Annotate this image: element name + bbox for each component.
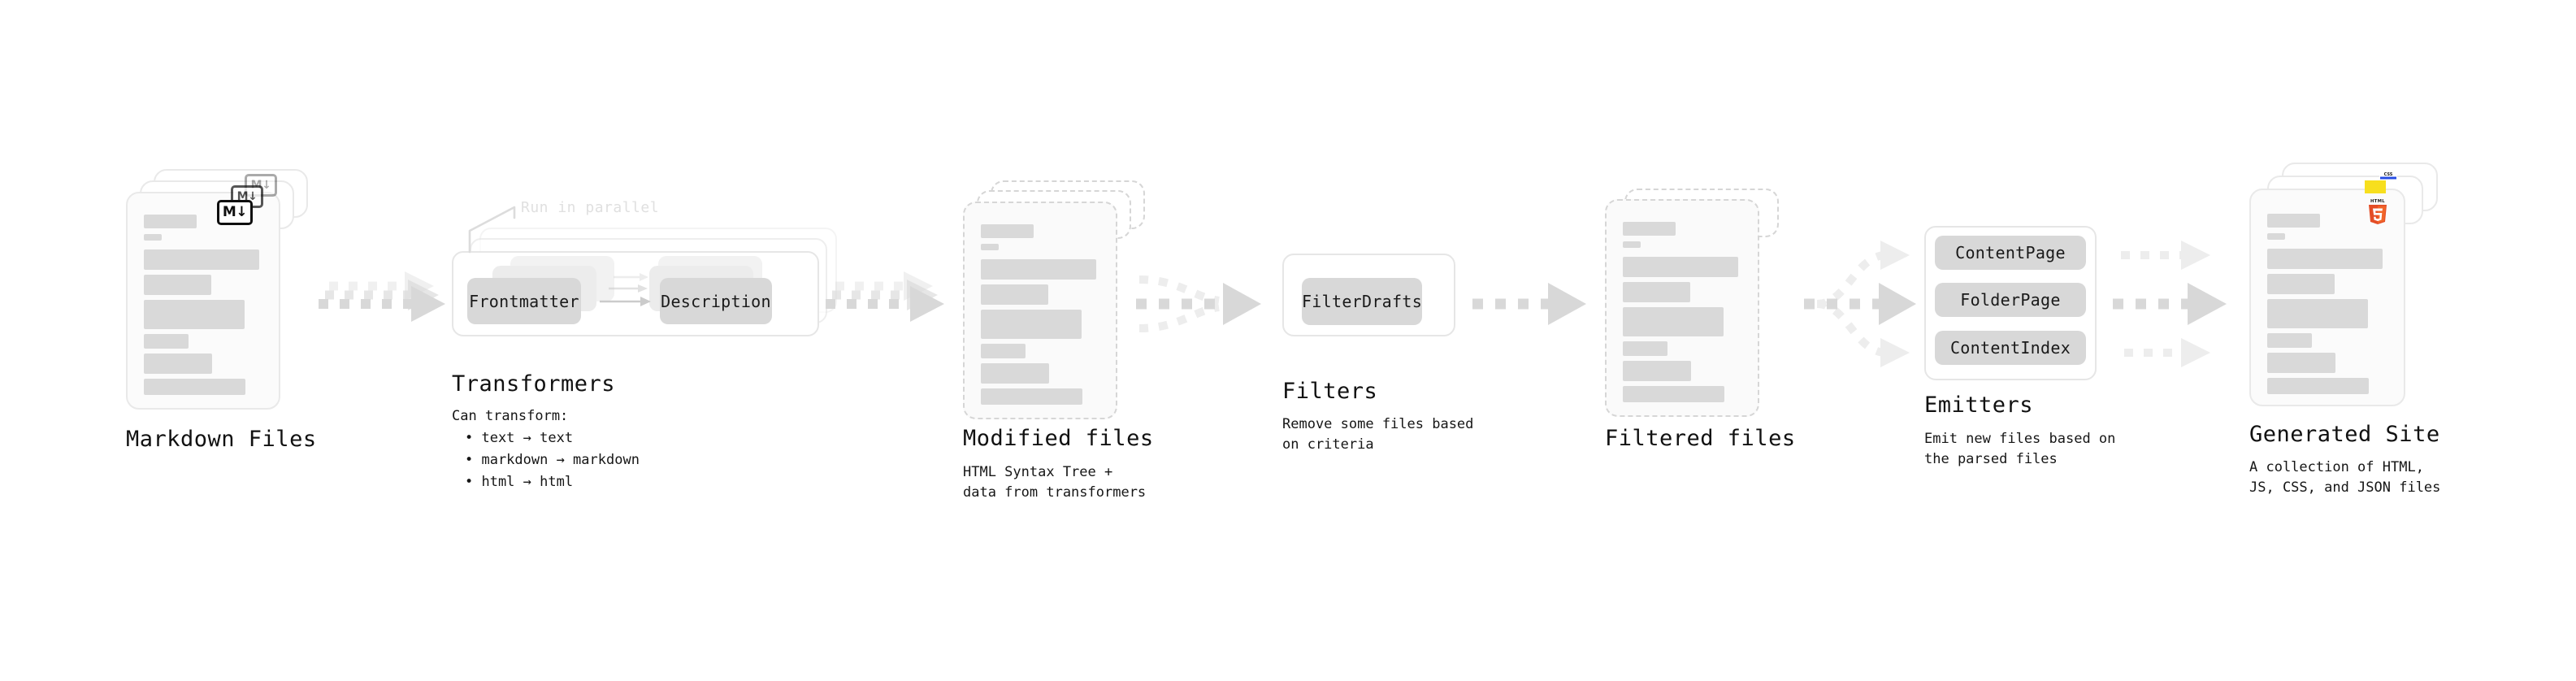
transform-rule-1: • text → text (465, 430, 574, 446)
content-page-chip[interactable]: ContentPage (1935, 236, 2086, 270)
markdown-file-card-front (126, 192, 280, 410)
arrow-transformers-to-modified (826, 271, 944, 322)
run-in-parallel-note: Run in parallel (521, 199, 660, 216)
modified-file-skeleton (965, 203, 1116, 418)
generated-site-title: Generated Site (2249, 422, 2440, 447)
arrow-modified-to-filters (1136, 275, 1261, 332)
content-index-chip-text: ContentIndex (1949, 338, 2071, 358)
modified-file-card-front (963, 202, 1117, 419)
html5-logo: HTML (2366, 196, 2390, 225)
generated-site-subtitle: A collection of HTML, JS, CSS, and JSON … (2249, 459, 2441, 496)
content-index-chip[interactable]: ContentIndex (1935, 331, 2086, 365)
modified-files-stack (963, 180, 1150, 432)
frontmatter-chip[interactable]: Frontmatter (467, 278, 581, 324)
emitters-title: Emitters (1924, 393, 2034, 418)
generated-site-stack: CSS HTML (2249, 163, 2444, 414)
filtered-files-title: Filtered files (1605, 426, 1796, 451)
markdown-file-skeleton (128, 193, 279, 408)
arrow-filtered-to-emitters (1804, 241, 1916, 367)
arrow-markdown-to-transformers (319, 271, 445, 322)
description-chip[interactable]: Description (660, 278, 772, 324)
filtered-file-skeleton (1607, 201, 1758, 415)
folder-page-chip[interactable]: FolderPage (1935, 283, 2086, 317)
filtered-files-stack (1605, 189, 1792, 440)
folder-page-chip-text: FolderPage (1960, 290, 2061, 310)
description-chip-text: Description (661, 291, 771, 311)
transform-rule-2: • markdown → markdown (465, 452, 640, 468)
frontmatter-chip-text: Frontmatter (469, 291, 579, 311)
transform-rule-3: • html → html (465, 474, 574, 490)
filters-title: Filters (1282, 379, 1378, 404)
modified-files-title: Modified files (963, 426, 1154, 451)
generated-file-card-html (2249, 189, 2405, 406)
arrow-emitters-bottom (2124, 338, 2210, 367)
markdown-files-stack: M↓ M↓ M↓ (126, 169, 313, 421)
filter-drafts-chip-text: FilterDrafts (1301, 292, 1423, 311)
emitters-subtitle: Emit new files based on the parsed files (1924, 431, 2116, 467)
arrow-emitters-to-site (2113, 241, 2227, 367)
css-logo: CSS (2379, 168, 2397, 180)
transformers-subtitle: Can transform: (452, 408, 569, 424)
filter-drafts-chip[interactable]: FilterDrafts (1302, 278, 1422, 325)
arrow-emitters-mid (2113, 283, 2227, 325)
filters-subtitle: Remove some files based on criteria (1282, 416, 1474, 453)
js-logo (2365, 180, 2386, 193)
markdown-logo: M↓ (217, 200, 253, 225)
markdown-files-title: Markdown Files (126, 427, 317, 452)
arrow-filters-to-filtered (1472, 283, 1586, 325)
svg-text:CSS: CSS (2384, 172, 2393, 177)
content-page-chip-text: ContentPage (1955, 243, 2066, 262)
markdown-logo-mid-text: M↓ (236, 190, 258, 203)
filtered-file-card-front (1605, 199, 1759, 417)
transformers-title: Transformers (452, 371, 616, 397)
arrow-emitters-top (2121, 241, 2210, 270)
markdown-logo-text: M↓ (222, 204, 248, 220)
modified-files-subtitle: HTML Syntax Tree + data from transformer… (963, 464, 1147, 501)
svg-text:HTML: HTML (2370, 199, 2385, 204)
generated-file-skeleton (2251, 190, 2404, 405)
